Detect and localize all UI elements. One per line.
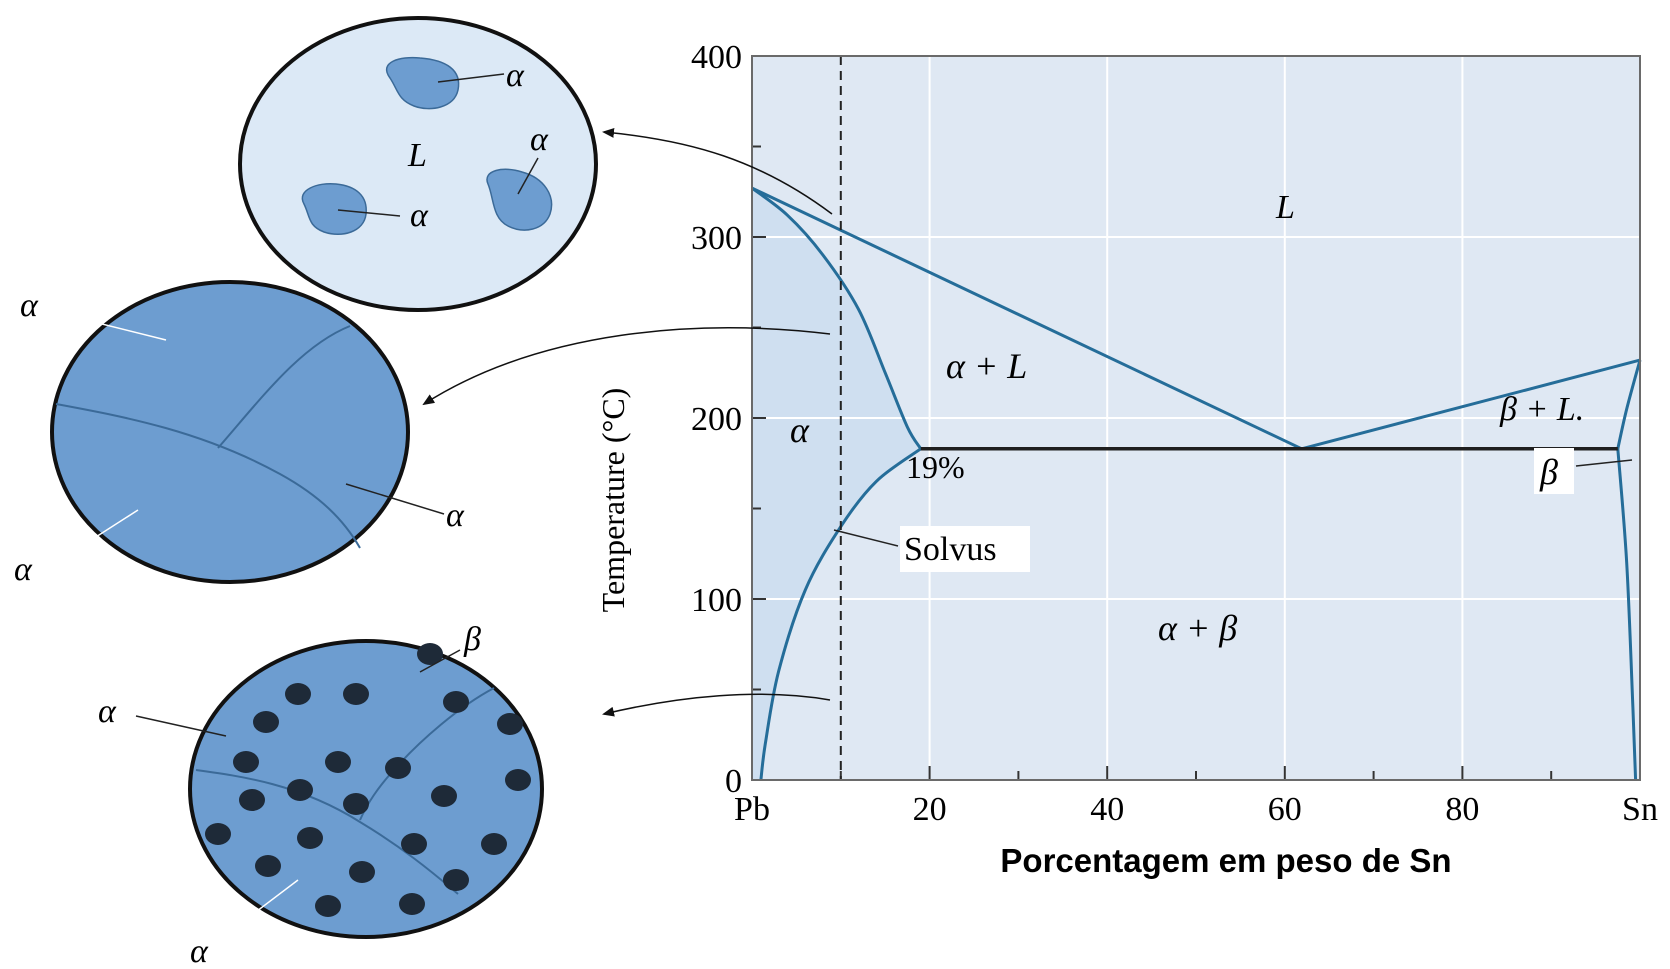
microstructure-label: α xyxy=(14,551,33,588)
solvus-left-curve xyxy=(759,447,922,781)
beta-particle xyxy=(443,869,469,891)
region-label-alpha-plus-liquid: α + L xyxy=(946,346,1027,386)
beta-particle xyxy=(481,833,507,855)
beta-particle xyxy=(431,785,457,807)
region-label-beta-plus-liquid: β + L. xyxy=(1499,391,1584,428)
beta-particle xyxy=(385,757,411,779)
beta-particle xyxy=(401,833,427,855)
label-leader xyxy=(517,157,539,195)
region-label-liquid: L xyxy=(1275,189,1295,226)
label-leader xyxy=(437,73,505,83)
beta-particle xyxy=(205,823,231,845)
beta-particle xyxy=(417,643,443,665)
beta-particle xyxy=(399,893,425,915)
label-leader xyxy=(833,529,899,547)
label-leader xyxy=(59,509,139,561)
x-tick-labels: Pb 20 40 60 80 Sn xyxy=(734,791,1658,828)
alpha-grain xyxy=(486,168,553,231)
microstructure-label: β xyxy=(463,621,481,658)
microstructure-middle: α α α xyxy=(14,280,465,588)
x-tick-label: Sn xyxy=(1622,791,1658,828)
grain-boundary xyxy=(195,769,459,895)
y-axis-title: Temperature (°C) xyxy=(595,388,631,613)
alpha-grain xyxy=(386,56,460,110)
beta-label-bg xyxy=(1534,448,1574,494)
microstructure-label: α xyxy=(530,121,549,158)
label-leader xyxy=(231,879,299,931)
x-axis-title: Porcentagem em peso de Sn xyxy=(1000,842,1451,879)
grid xyxy=(752,56,1640,780)
y-tick-label: 200 xyxy=(691,401,742,438)
label-leader xyxy=(135,715,227,737)
grain-boundary xyxy=(55,403,361,549)
alpha-grain xyxy=(301,182,367,235)
beta-particle xyxy=(443,691,469,713)
y-tick-labels: 0 100 200 300 400 xyxy=(691,39,742,800)
arrow-to-middle-microstructure xyxy=(422,327,831,406)
microstructure-label: α xyxy=(506,57,525,94)
x-tick-label: 80 xyxy=(1445,791,1479,828)
beta-particle xyxy=(297,827,323,849)
arrow-to-top-microstructure xyxy=(602,127,833,215)
beta-particle xyxy=(325,751,351,773)
solidus-left-curve xyxy=(751,186,922,450)
plot-frame xyxy=(751,55,1641,781)
microstructure-label: α xyxy=(446,497,465,534)
microstructure-label: α xyxy=(410,197,429,234)
alpha-region-fill xyxy=(752,188,921,781)
microstructure-bottom: α α β xyxy=(98,621,544,969)
beta-particle xyxy=(253,711,279,733)
liquidus-right-line xyxy=(1301,358,1641,451)
x-tick-label: 60 xyxy=(1268,791,1302,828)
region-label-beta: β xyxy=(1539,452,1558,492)
microstructure-label: α xyxy=(20,287,39,324)
x-tick-label: 20 xyxy=(913,791,947,828)
y-tick-label: 100 xyxy=(691,582,742,619)
arrow-to-bottom-microstructure xyxy=(602,693,831,717)
beta-particle xyxy=(349,861,375,883)
region-label-alpha-plus-beta: α + β xyxy=(1158,608,1237,648)
label-leader xyxy=(337,209,401,217)
microstructure-label: α xyxy=(190,933,209,969)
beta-particle xyxy=(233,751,259,773)
phase-diagram: Pb 20 40 60 80 Sn 0 100 200 300 400 L α + L α β +… xyxy=(595,39,1658,879)
label-leader xyxy=(345,483,445,515)
beta-particles xyxy=(205,643,531,917)
solidus-right-curve xyxy=(1616,359,1642,450)
label-leader xyxy=(53,311,167,341)
label-leader xyxy=(419,649,461,673)
region-label-alpha: α xyxy=(790,410,810,450)
beta-particle xyxy=(255,855,281,877)
beta-particle xyxy=(315,895,341,917)
y-tick-label: 400 xyxy=(691,39,742,76)
beta-particle xyxy=(287,779,313,801)
x-tick-label: 40 xyxy=(1090,791,1124,828)
solvus-label: Solvus xyxy=(904,531,997,568)
liquidus-left-line xyxy=(751,186,1303,451)
x-tick-label: Pb xyxy=(734,791,770,828)
beta-particle xyxy=(343,683,369,705)
eutectic-percent-label: 19% xyxy=(906,449,965,485)
microstructure-bottom-circle xyxy=(188,639,544,939)
microstructure-label: α xyxy=(98,693,117,730)
grain-boundary xyxy=(217,325,351,449)
solvus-right-curve xyxy=(1616,448,1638,781)
y-tick-label: 0 xyxy=(725,763,742,800)
microstructure-top-circle xyxy=(238,16,598,312)
beta-particle xyxy=(343,793,369,815)
beta-particle xyxy=(505,769,531,791)
beta-particle xyxy=(239,789,265,811)
microstructure-label: L xyxy=(407,137,427,174)
beta-particle xyxy=(285,683,311,705)
microstructure-top: α α α L xyxy=(238,16,598,312)
microstructure-middle-circle xyxy=(50,280,410,584)
label-leader xyxy=(1575,459,1633,467)
beta-particle xyxy=(497,713,523,735)
y-tick-label: 300 xyxy=(691,220,742,257)
solvus-label-bg xyxy=(900,526,1030,572)
